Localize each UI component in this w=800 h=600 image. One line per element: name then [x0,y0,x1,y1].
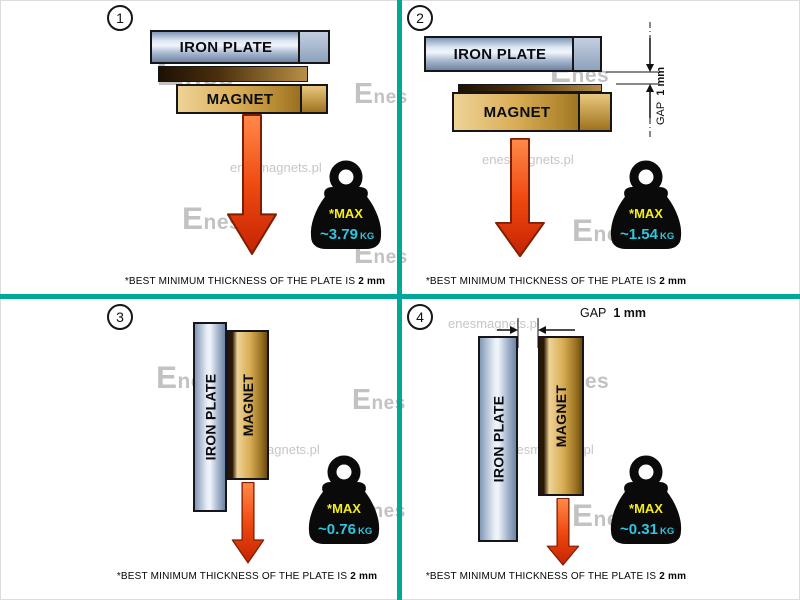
gap-dimension-lines [606,22,658,138]
panel2-iron-plate: IRON PLATE [424,36,602,72]
note-bold: 2 mm [659,276,687,287]
weight-value: ~0.31 [620,521,658,538]
weight-value: ~0.76 [318,521,356,538]
note-text: *BEST MINIMUM THICKNESS OF THE PLATE IS [425,571,657,582]
divider-vertical [397,0,402,600]
magnet-end-face [578,94,610,130]
panel2-magnet: MAGNET [452,92,612,132]
note-bold: 2 mm [659,571,687,582]
panel1-magnet: MAGNET [176,84,328,114]
max-label: *MAX [327,501,361,516]
panel4-gap-label: GAP 1 mm [580,306,646,320]
weight-icon: *MAX ~3.79 KG [310,160,382,249]
max-label: *MAX [629,206,663,221]
gap-value: 1 mm [613,306,647,320]
magnet-label: MAGNET [553,384,569,448]
weight-icon: *MAX ~0.31 KG [610,455,682,544]
panel3-magnet: MAGNET [227,330,269,480]
note-bold: 2 mm [358,276,386,287]
panel4-number: 4 [407,304,433,330]
watermark-logo: Enes [352,384,406,416]
panel2-number: 2 [407,5,433,31]
panel2-gap-label: GAP 1 mm [652,48,670,144]
note-text: *BEST MINIMUM THICKNESS OF THE PLATE IS [116,571,348,582]
pull-force-arrow-icon [495,138,545,258]
panel4-magnet: MAGNET [538,336,584,496]
weight-unit: KG [358,526,372,537]
magnet-label: MAGNET [206,90,274,108]
gap-word: GAP [580,306,607,320]
pull-force-arrow-icon [231,482,265,564]
panel4-note: *BEST MINIMUM THICKNESS OF THE PLATE IS … [356,571,756,582]
weight-value: ~1.54 [620,226,659,243]
weight-value: ~3.79 [320,226,358,243]
panel1-iron-plate: IRON PLATE [150,30,330,64]
weight-unit: KG [360,231,374,242]
panel2-note: *BEST MINIMUM THICKNESS OF THE PLATE IS … [356,276,756,287]
note-bold: 2 mm [350,571,378,582]
gap-word: GAP [655,101,668,126]
plate-end-face [572,38,600,70]
max-label: *MAX [329,206,363,221]
weight-icon: *MAX ~1.54 KG [610,160,682,249]
panel3-iron-plate: IRON PLATE [193,322,227,512]
panel4-iron-plate: IRON PLATE [478,336,518,542]
iron-plate-label: IRON PLATE [490,395,506,483]
max-label: *MAX [629,501,663,516]
panel2-magnet-top-face [458,84,602,92]
panel3-number: 3 [107,304,133,330]
iron-plate-label: IRON PLATE [202,373,218,461]
gap-dimension-lines [497,318,575,348]
weight-unit: KG [660,231,674,242]
magnet-label: MAGNET [483,103,551,121]
panel1-note: *BEST MINIMUM THICKNESS OF THE PLATE IS … [55,276,455,287]
plate-end-face [298,32,328,62]
weight-icon: *MAX ~0.76 KG [308,455,380,544]
iron-plate-label: IRON PLATE [453,45,547,63]
divider-horizontal [0,294,800,299]
magnet-label: MAGNET [240,373,256,437]
weight-unit: KG [660,526,674,537]
gap-value: 1 mm [655,66,668,96]
panel1-magnet-top-face [158,66,308,82]
panel1-number: 1 [107,5,133,31]
note-text: *BEST MINIMUM THICKNESS OF THE PLATE IS [425,276,657,287]
panel3-note: *BEST MINIMUM THICKNESS OF THE PLATE IS … [47,571,447,582]
magnet-end-face [300,86,326,112]
note-text: *BEST MINIMUM THICKNESS OF THE PLATE IS [124,276,356,287]
pull-force-arrow-icon [546,498,580,566]
watermark-site: enesmagnets.pl [448,316,540,331]
iron-plate-label: IRON PLATE [179,38,273,56]
pull-force-arrow-icon [227,114,277,255]
